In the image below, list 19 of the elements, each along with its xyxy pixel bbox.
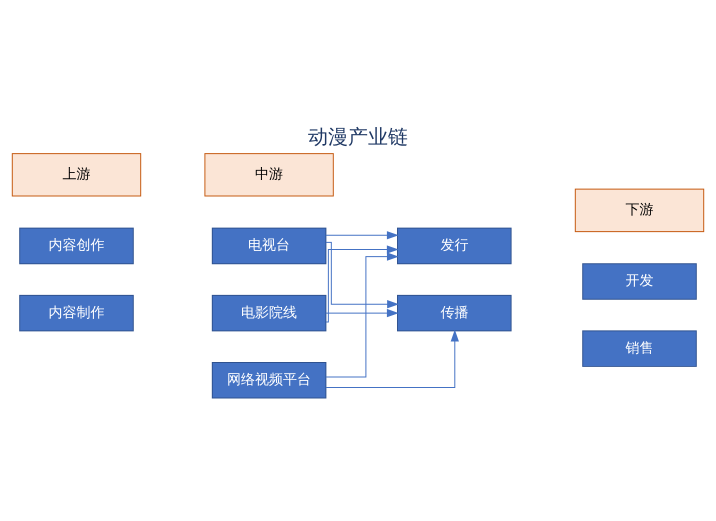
node-box: 电视台	[212, 227, 326, 264]
node-box: 内容创作	[19, 227, 134, 264]
node-box: 内容制作	[19, 294, 134, 331]
node-box: 销售	[582, 330, 697, 366]
arrow	[325, 308, 399, 317]
node-box: 下游	[574, 188, 704, 232]
node-box: 上游	[12, 152, 142, 196]
node-box: 中游	[204, 152, 334, 196]
node-box: 开发	[582, 262, 697, 300]
node-box: 网络视频平台	[212, 362, 326, 398]
arrow	[326, 244, 399, 322]
arrow	[326, 241, 399, 308]
diagram-title: 动漫产业链	[308, 125, 408, 148]
node-box: 电影院线	[212, 294, 326, 331]
arrow	[325, 252, 399, 377]
arrow	[325, 230, 399, 239]
node-box: 传播	[397, 294, 512, 331]
node-box: 发行	[397, 227, 512, 264]
arrow	[326, 329, 459, 388]
